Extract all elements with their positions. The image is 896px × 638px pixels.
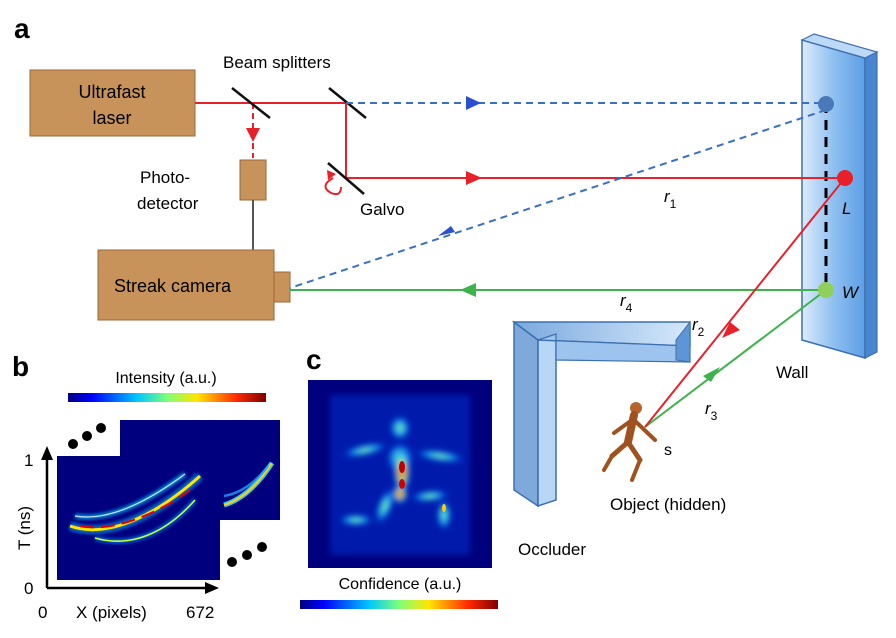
photodetector-label-line1: Photo- <box>140 168 190 187</box>
galvo-rotation-arrowhead <box>327 170 336 180</box>
label-r4: r4 <box>620 291 633 315</box>
y-tick-0: 0 <box>24 579 33 598</box>
stack-dot <box>242 550 252 560</box>
confidence-colorbar-label: Confidence (a.u.) <box>339 576 462 593</box>
panel-label-b: b <box>12 351 29 382</box>
x-axis-label: X (pixels) <box>76 603 147 622</box>
laser-label-line2: laser <box>92 108 131 128</box>
label-L: L <box>842 199 851 218</box>
red-arrow-to-wall <box>466 171 482 185</box>
galvo-rotation-arrow <box>324 177 342 196</box>
intensity-colorbar <box>68 393 266 402</box>
red-arrow-to-photodetector <box>246 128 260 142</box>
beam-splitter-1 <box>231 87 271 119</box>
label-r2: r2 <box>692 315 705 339</box>
stack-dot <box>82 431 92 441</box>
panel-label-a: a <box>14 13 30 44</box>
y-axis-arrow <box>41 446 53 460</box>
blue-dashed-path <box>289 102 827 289</box>
galvo-mirror <box>327 162 365 195</box>
green-arrow-to-wall <box>703 367 720 382</box>
label-s: s <box>664 442 672 459</box>
label-r3: r3 <box>705 399 718 423</box>
laser-point-L <box>837 170 853 186</box>
wall <box>800 33 879 359</box>
red-beam-path <box>195 102 845 179</box>
blue-arrow-right <box>466 96 481 110</box>
label-r1: r1 <box>664 187 677 211</box>
green-beam-path <box>290 289 827 428</box>
streak-image-mid <box>120 420 220 460</box>
stack-dot <box>257 542 267 552</box>
laser-label-line1: Ultrafast <box>78 82 145 102</box>
photodetector-box <box>239 159 267 201</box>
panel-label-c: c <box>306 344 322 375</box>
galvo-label: Galvo <box>360 200 404 219</box>
x-axis-arrow <box>205 582 219 594</box>
occluder-label: Occluder <box>518 540 586 559</box>
wall-label: Wall <box>776 363 808 382</box>
y-tick-1: 1 <box>24 451 33 470</box>
detection-point-W <box>818 282 834 298</box>
stack-dot <box>227 557 237 567</box>
object-label: Object (hidden) <box>610 495 726 514</box>
streak-image-back <box>220 420 280 520</box>
green-arrow-to-camera <box>460 283 476 297</box>
streak-camera-box <box>97 249 275 321</box>
label-W: W <box>842 283 860 302</box>
occluder <box>511 320 691 508</box>
confidence-map <box>308 380 492 568</box>
red-arrow-to-object <box>722 322 740 338</box>
hidden-object-figure <box>602 402 657 482</box>
confidence-colorbar <box>300 600 498 609</box>
streak-camera-label: Streak camera <box>114 276 232 296</box>
stack-dot <box>96 423 106 433</box>
streak-image-front <box>57 456 220 580</box>
red-beam-to-object <box>644 177 846 428</box>
beam-splitters-label: Beam splitters <box>223 53 331 72</box>
ultrafast-laser-box <box>29 69 196 137</box>
photodetector-label-line2: detector <box>137 194 199 213</box>
x-tick-0: 0 <box>38 603 47 622</box>
stack-dot <box>68 439 78 449</box>
intensity-colorbar-label: Intensity (a.u.) <box>115 370 216 387</box>
blue-point <box>818 96 834 112</box>
blue-arrow-return <box>438 226 455 236</box>
x-tick-672: 672 <box>186 603 214 622</box>
streak-camera-lens <box>273 271 291 303</box>
y-axis-label: T (ns) <box>15 506 34 550</box>
